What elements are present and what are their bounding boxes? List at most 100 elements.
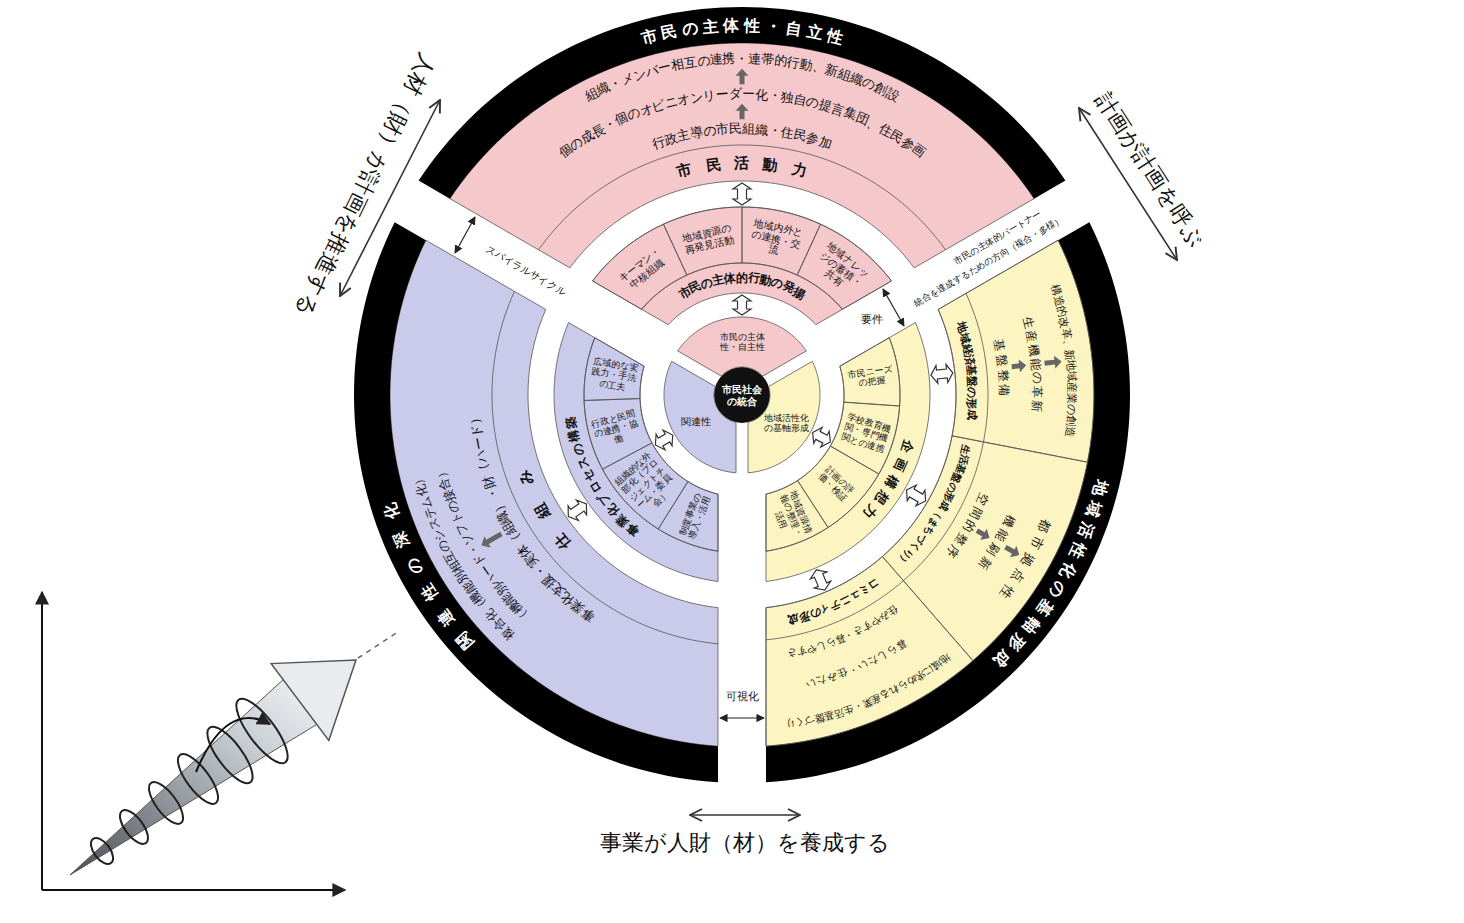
glyph: 的: [736, 271, 748, 285]
glyph: 拠: [1018, 550, 1038, 569]
glyph: オ: [676, 91, 692, 109]
glyph: 独: [780, 89, 795, 106]
glyph: の: [567, 134, 586, 154]
glyph: 財: [479, 473, 498, 490]
glyph: 基: [1032, 596, 1057, 620]
axis: [42, 889, 345, 891]
glyph: 合: [490, 615, 509, 634]
ring-line: [492, 291, 718, 643]
glyph: ハ: [472, 449, 490, 465]
glyph: 複: [498, 624, 517, 643]
glyph: 画: [891, 455, 911, 473]
sector-shape: [584, 338, 644, 401]
glyph: ニ: [663, 93, 679, 111]
coil-turn: [228, 692, 296, 770]
glyph: 化: [379, 501, 402, 522]
glyph: 事: [624, 520, 642, 539]
coil-turn: [200, 721, 260, 790]
glyph: 民: [687, 279, 704, 297]
glyph: 新: [824, 62, 841, 81]
sector-shape: [882, 436, 1087, 661]
glyph: ン: [689, 89, 704, 106]
glyph: 基: [991, 338, 1007, 353]
glyph: 行: [747, 271, 760, 287]
ring-line: [584, 338, 718, 551]
glyph: 業: [613, 511, 632, 530]
glyph: ー: [742, 86, 755, 102]
glyph: 構: [566, 429, 583, 444]
arc-label: 企画構想力: [859, 436, 917, 522]
center-circle: [714, 367, 770, 423]
glyph: り: [900, 546, 916, 562]
glyph: ）: [467, 411, 484, 425]
node-label: 計画の評価・検証: [813, 461, 860, 507]
glyph: 成: [964, 409, 978, 421]
glyph: ド: [470, 551, 489, 569]
glyph: ・: [842, 628, 856, 643]
glyph: 組: [836, 66, 853, 85]
sector-shape: [602, 443, 687, 529]
glyph: 織: [754, 121, 768, 138]
sector-shape: [450, 43, 1034, 268]
glyph: 形: [1005, 630, 1030, 655]
glyph: 住: [876, 120, 895, 140]
glyph: の: [696, 53, 711, 70]
glyph: す: [860, 619, 875, 634]
glyph: 想: [871, 488, 891, 508]
glyph: 盤: [949, 472, 964, 486]
spiral-coil: [87, 692, 296, 868]
node-label: 市民社会の統合: [721, 384, 763, 407]
node-label: 行政と民間の連携・協働: [591, 408, 642, 450]
glyph: 動: [758, 272, 773, 289]
glyph: ）: [410, 471, 427, 486]
glyph: 造: [1063, 426, 1077, 438]
glyph: 揚: [791, 284, 809, 302]
glyph: の: [699, 275, 715, 292]
glyph: 新: [975, 554, 994, 572]
node-label: キーマン・中核組織: [617, 244, 671, 293]
double-arrow: [907, 485, 926, 506]
glyph: 組: [500, 519, 520, 538]
flow-arrow: [1011, 359, 1026, 372]
sector-shape: [678, 317, 807, 376]
arc-label: 住みやすさ・暮らしやすさ: [784, 602, 901, 661]
glyph: 民: [659, 21, 678, 43]
glyph: さ: [851, 623, 865, 638]
double-arrow: [690, 814, 800, 816]
axis: [41, 592, 43, 890]
glyph: 互: [683, 54, 698, 71]
glyph: 体: [514, 541, 534, 561]
glyph: 盤: [813, 711, 826, 725]
node-label: 地域ナレッジの蓄積・共有: [810, 240, 871, 298]
glyph: 織: [494, 508, 514, 527]
sector-shape: [452, 271, 718, 684]
glyph: 互: [441, 548, 459, 565]
glyph: 民: [792, 126, 808, 144]
glyph: 創: [1064, 415, 1078, 427]
glyph: 性: [825, 26, 845, 49]
glyph: 企: [898, 438, 917, 455]
glyph: 成: [936, 498, 951, 513]
glyph: 性: [744, 15, 761, 35]
ring-line: [903, 442, 983, 581]
glyph: リ: [702, 87, 717, 104]
node-label: 関連性: [676, 416, 716, 428]
glyph: 創: [872, 79, 890, 99]
glyph: 合: [436, 476, 453, 492]
glyph: 支: [548, 580, 568, 600]
glyph: 自: [792, 91, 808, 109]
glyph: 機: [467, 588, 486, 606]
flow-arrow: [736, 104, 749, 119]
glyph: 基: [964, 365, 978, 377]
glyph: 整: [952, 530, 971, 548]
flow-arrow: [976, 528, 990, 540]
glyph: 化: [482, 606, 501, 625]
glyph: の: [569, 442, 586, 458]
sector-shape: [766, 481, 828, 552]
glyph: ・: [483, 485, 502, 503]
glyph: ・: [464, 541, 482, 559]
glyph: 画: [909, 141, 929, 161]
glyph: 形: [965, 398, 979, 410]
glyph: 暮: [833, 632, 847, 647]
glyph: 新: [1029, 400, 1044, 413]
